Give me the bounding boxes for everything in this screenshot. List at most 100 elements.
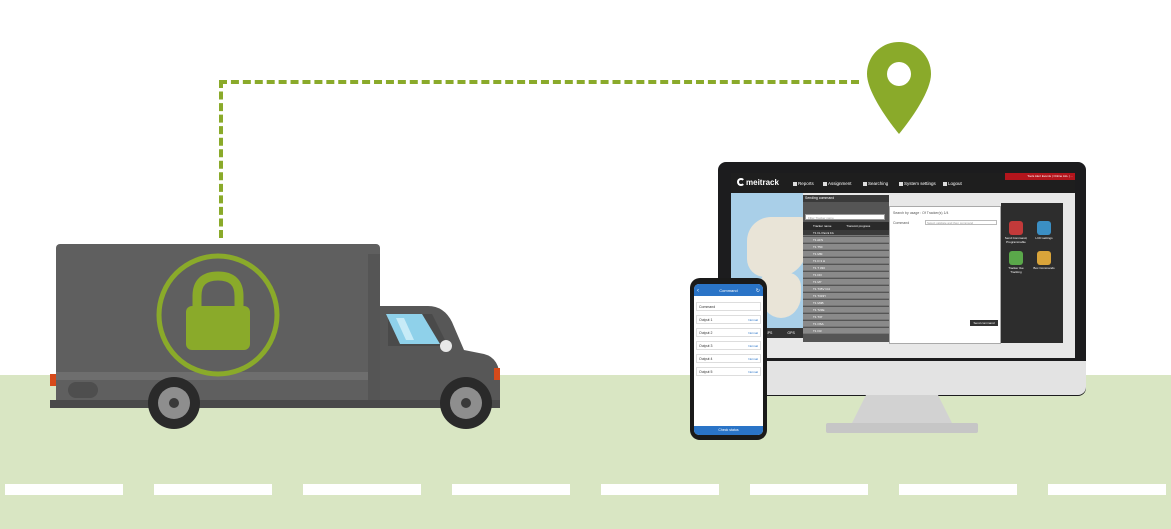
assignment-icon (823, 181, 827, 186)
menu-assignment[interactable]: Assignment (823, 181, 852, 186)
tracker-list-row[interactable]: T1 T50 (803, 244, 889, 250)
tools-panel: Send Command, Programmable LCD settings … (1001, 203, 1063, 343)
phone-command-row[interactable]: Output 3 Normal (696, 341, 761, 350)
tracker-list-row[interactable]: T1 T 330 (803, 265, 889, 271)
lane-marking (1048, 484, 1166, 495)
dialog-title: Sending command (803, 195, 889, 202)
lane-marking (303, 484, 421, 495)
column-header: Transmit progress (846, 224, 871, 228)
menu-label: Assignment (828, 181, 852, 186)
search-icon (863, 181, 867, 186)
phone-command-row[interactable]: Output 4 Normal (696, 354, 761, 363)
phone-command-row[interactable]: Output 5 Normal (696, 367, 761, 376)
back-icon[interactable]: ‹ (697, 288, 699, 294)
lane-marking (5, 484, 123, 495)
menu-searching[interactable]: Searching (863, 181, 888, 186)
tracker-list-row[interactable]: T1 T35V Ct4 (803, 286, 889, 292)
lock-icon (156, 253, 280, 377)
lane-marking (899, 484, 1017, 495)
phone-header: ‹ Command ↻ (694, 284, 763, 296)
monitor-stand (826, 395, 978, 433)
map-pin-icon (867, 42, 931, 134)
row-label: Command (699, 305, 716, 309)
app-logo: meitrack (737, 178, 779, 187)
map-landmass (761, 273, 801, 318)
world-map[interactable] (731, 193, 807, 338)
menu-system-settings[interactable]: System settings (899, 181, 936, 186)
tracker-list-row[interactable]: T1 T37 (803, 314, 889, 320)
status-label: GPS (765, 331, 773, 335)
menu-label: Logout (948, 181, 962, 186)
monitor-chin (718, 361, 1086, 395)
row-value: Normal (748, 318, 758, 322)
tracker-list-row[interactable]: T1 FL Parck FA (803, 230, 889, 236)
connection-path-vertical (219, 80, 223, 238)
row-label: Output 1 (699, 318, 713, 322)
menu-reports[interactable]: Reports (793, 181, 814, 186)
row-label: Output 2 (699, 331, 713, 335)
tracker-list-row[interactable]: T1 M4B (803, 300, 889, 306)
tracker-list-panel: Filter Tracker name Tracker name Transmi… (803, 202, 889, 342)
tracker-list-row[interactable]: T1 D 3 H (803, 258, 889, 264)
lane-marking (154, 484, 272, 495)
lane-marking (601, 484, 719, 495)
tracker-list-row[interactable]: T1 OSA (803, 321, 889, 327)
box-icon (1037, 251, 1051, 265)
tool-label: Send Command, Programmable (1004, 236, 1028, 244)
phone-title: Command (719, 288, 738, 293)
command-select[interactable]: Select validate and then command (925, 220, 997, 225)
logo-icon (737, 178, 745, 186)
report-icon (793, 181, 797, 186)
command-panel: Search by usage : Of Tracker(s) 1/4 Comm… (889, 206, 1001, 344)
row-value: Normal (748, 370, 758, 374)
row-label: Output 5 (699, 370, 713, 374)
column-header: Tracker name (813, 224, 832, 228)
phone-command-row[interactable]: Output 1 Normal (696, 315, 761, 324)
tracker-list-row[interactable]: T1 MM (803, 251, 889, 257)
search-usage-label: Search by usage : Of Tracker(s) 1/4 (893, 211, 949, 215)
tracker-list-header: Tracker name Transmit progress (803, 222, 889, 230)
tracker-list-row[interactable]: T1 T333Y (803, 293, 889, 299)
map-landmass (747, 217, 807, 277)
tool-label: Tracker live Tracking (1008, 266, 1024, 274)
tool-send-command[interactable]: Send Command, Programmable (1003, 221, 1029, 244)
tool-label: Box Commands (1033, 266, 1055, 270)
row-label: Output 3 (699, 344, 713, 348)
connection-path-horizontal (219, 80, 859, 84)
tracker-search-input[interactable]: Filter Tracker name (805, 214, 885, 220)
status-strip: GPS GPS (731, 328, 803, 338)
logo-text: meitrack (746, 178, 779, 187)
tracker-list-row[interactable]: T1 DO (803, 272, 889, 278)
app-topbar: meitrack Reports Assignment Searching Sy… (731, 173, 1075, 193)
tool-label: LCD settings (1035, 236, 1053, 240)
row-value: Normal (748, 357, 758, 361)
refresh-icon[interactable]: ↻ (755, 288, 760, 294)
command-label: Command (893, 221, 910, 225)
check-status-button[interactable]: Check status (694, 426, 763, 435)
tracking-icon (1009, 251, 1023, 265)
phone-command-row[interactable]: Command (696, 302, 761, 311)
settings-icon (899, 181, 903, 186)
tool-lcd-settings[interactable]: LCD settings (1031, 221, 1057, 240)
tracking-app-screen: meitrack Reports Assignment Searching Sy… (731, 173, 1075, 358)
logout-icon (943, 181, 947, 186)
menu-label: Reports (798, 181, 814, 186)
tracker-list-row[interactable]: T1 T23E (803, 307, 889, 313)
tracker-list-row[interactable]: T1 M7 (803, 279, 889, 285)
lcd-icon (1037, 221, 1051, 235)
tool-box-commands[interactable]: Box Commands (1031, 251, 1057, 270)
alert-bar: Tools Alert Events | Online ALL | ... (1005, 173, 1075, 180)
tracker-list-row[interactable]: T1 AFS (803, 237, 889, 243)
tool-live-tracking[interactable]: Tracker live Tracking (1003, 251, 1029, 274)
row-label: Output 4 (699, 357, 713, 361)
menu-logout[interactable]: Logout (943, 181, 962, 186)
send-command-button[interactable]: Send command (970, 320, 998, 326)
row-value: Normal (748, 344, 758, 348)
lane-marking (750, 484, 868, 495)
menu-label: System settings (904, 181, 936, 186)
menu-label: Searching (868, 181, 889, 186)
tracker-list-row[interactable]: T1 I33 (803, 328, 889, 334)
status-label: GPS (787, 331, 795, 335)
